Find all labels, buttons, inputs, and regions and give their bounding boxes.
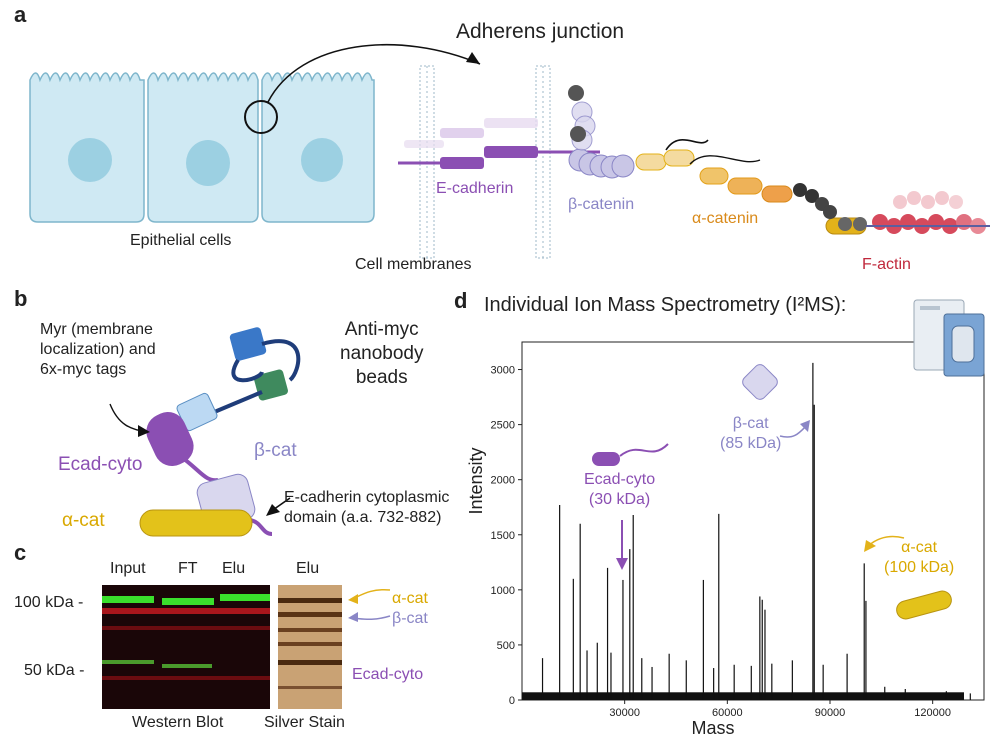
blot-beta-cat-label: β-cat xyxy=(392,610,428,627)
alpha-catenin-label: α-catenin xyxy=(692,210,759,227)
y-tick-label: 0 xyxy=(509,695,515,707)
nanobody-line2: nanobody xyxy=(340,343,424,364)
panel-b-letter: b xyxy=(14,286,28,311)
spectrum-ecad-line2: (30 kDa) xyxy=(588,491,651,508)
domain-line1: E-cadherin cytoplasmic xyxy=(284,489,450,506)
nanobody-line1: Anti-myc xyxy=(344,319,419,340)
tags-label: Myr (membrane localization) and 6x-myc t… xyxy=(40,320,156,380)
nanobody-label: Anti-myc nanobody beads xyxy=(340,318,423,390)
mass-spectrometer-icon xyxy=(913,299,985,377)
beta-catenin-label: β-catenin xyxy=(568,196,635,213)
x-tick-label: 60000 xyxy=(712,707,743,719)
beta-cat-label: β-cat xyxy=(254,440,297,461)
x-tick-label: 120000 xyxy=(914,707,951,719)
adherens-junction-title: Adherens junction xyxy=(456,20,625,43)
y-tick-label: 1500 xyxy=(491,530,515,542)
panel-c-letter: c xyxy=(14,540,27,565)
spectrum-acat-line1: α-cat xyxy=(901,539,938,556)
epithelial-cells xyxy=(29,72,375,223)
phospho-sites xyxy=(793,183,867,231)
x-tick-label: 30000 xyxy=(609,707,640,719)
silver-stain xyxy=(278,585,342,709)
beta-catenin-structure xyxy=(568,85,635,179)
spectrum-bcat-line1: β-cat xyxy=(732,415,769,432)
y-tick-label: 2500 xyxy=(491,420,515,432)
y-tick-label: 2000 xyxy=(491,475,515,487)
lane-ft-label: FT xyxy=(178,560,198,577)
blot-ecad-cyto-label: Ecad-cyto xyxy=(352,666,424,683)
spectrum-ecad-line1: Ecad-cyto xyxy=(584,471,656,488)
spectrum-bcat-label: β-cat (85 kDa) xyxy=(720,414,781,454)
chart-annotations xyxy=(592,364,952,620)
domain-line2: domain (a.a. 732-882) xyxy=(284,509,442,526)
panel-d-letter: d xyxy=(454,288,468,313)
western-blot-label: Western Blot xyxy=(132,714,224,731)
tags-label-line2: localization) and xyxy=(40,341,156,358)
silver-stain-label: Silver Stain xyxy=(264,714,345,731)
spectrum-bcat-line2: (85 kDa) xyxy=(720,435,782,452)
mass-spectrum-chart: 0 500 1000 1500 2000 2500 3000 30000 60000 90000 1… xyxy=(466,341,985,738)
cytoplasmic-domain-label: E-cadherin cytoplasmic domain (a.a. 732-… xyxy=(284,488,449,528)
y-axis-label: Intensity xyxy=(466,447,486,514)
western-blot xyxy=(102,585,270,709)
y-tick-label: 500 xyxy=(497,640,515,652)
f-actin-label: F-actin xyxy=(862,256,911,273)
epithelial-cells-label: Epithelial cells xyxy=(130,232,232,249)
complex-diagram xyxy=(109,327,301,537)
nanobody-line3: beads xyxy=(355,367,408,388)
lane-input-label: Input xyxy=(110,560,146,577)
f-actin-structure xyxy=(866,191,990,234)
ecad-cyto-label: Ecad-cyto xyxy=(58,454,143,475)
y-tick-label: 1000 xyxy=(491,585,515,597)
x-axis-label: Mass xyxy=(691,718,734,738)
tags-label-line1: Myr (membrane xyxy=(40,321,153,338)
e-cadherin-label: E-cadherin xyxy=(436,180,514,197)
noise-floor xyxy=(522,692,964,700)
i2ms-title: Individual Ion Mass Spectrometry (I²MS): xyxy=(484,294,847,316)
marker-50-label: 50 kDa - xyxy=(24,662,85,679)
e-cadherin-structure xyxy=(398,118,600,169)
spectrum-ecad-label: Ecad-cyto (30 kDa) xyxy=(584,470,655,510)
spectrum-acat-label: α-cat (100 kDa) xyxy=(884,538,954,578)
blot-alpha-cat-label: α-cat xyxy=(392,590,428,607)
cell-membranes-label: Cell membranes xyxy=(355,256,472,273)
lane-elu-label: Elu xyxy=(222,560,246,577)
plot-frame xyxy=(521,341,985,701)
panel-a-letter: a xyxy=(14,2,27,27)
spectrum-acat-line2: (100 kDa) xyxy=(884,559,955,576)
x-tick-label: 90000 xyxy=(815,707,846,719)
tags-label-line3: 6x-myc tags xyxy=(40,361,127,378)
y-tick-label: 3000 xyxy=(491,365,515,377)
alpha-cat-label: α-cat xyxy=(62,510,105,531)
silver-lane-elu-label: Elu xyxy=(296,560,320,577)
marker-100-label: 100 kDa - xyxy=(14,594,84,611)
